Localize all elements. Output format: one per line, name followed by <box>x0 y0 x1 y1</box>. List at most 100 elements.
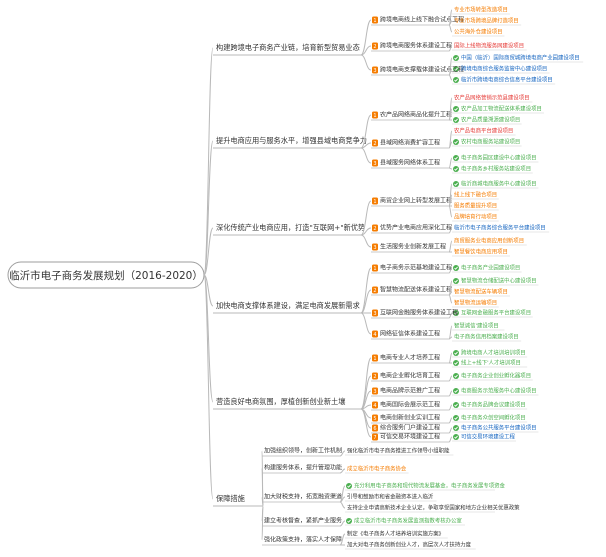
badge-number: 1 <box>373 113 376 119</box>
node[interactable] <box>371 424 539 434</box>
priority-badge <box>372 66 378 74</box>
leaf-item: 智慧诚信'建设项目 <box>454 322 499 330</box>
node-label: 电商企业孵化培育工程 <box>380 372 440 380</box>
node-label: 互联网金融服务体系建设工程 <box>380 309 458 317</box>
node-label: 建立考核督查，紧抓产业服务 <box>264 517 342 525</box>
check-icon <box>453 181 459 187</box>
check-mark <box>454 435 458 439</box>
connector <box>360 200 372 236</box>
check-icon <box>346 518 352 524</box>
badge-number: 4 <box>373 332 376 338</box>
node-label: 电商品牌示范推广工程 <box>380 387 440 395</box>
node[interactable] <box>371 433 516 443</box>
priority-badge <box>372 197 378 205</box>
check-icon <box>453 117 459 123</box>
check-icon <box>453 155 459 161</box>
node[interactable] <box>371 155 539 174</box>
node[interactable] <box>371 134 522 149</box>
check-icon <box>453 350 459 356</box>
node[interactable] <box>371 372 533 382</box>
node[interactable] <box>371 42 527 52</box>
node-label: 优势产业电商应用深化工程 <box>380 224 452 232</box>
leaf-item: 电子商务众创空间孵化项目 <box>461 414 526 422</box>
check-icon <box>453 106 459 112</box>
badge-number: 1 <box>373 199 376 205</box>
priority-badge <box>372 372 378 380</box>
connector <box>448 74 453 81</box>
connector <box>261 505 264 541</box>
leaf-item: 农产品质量溯源建设项目 <box>461 116 520 124</box>
check-mark <box>454 107 458 111</box>
leaf-item: 成立临沂市电子商务协会 <box>347 465 407 473</box>
connector <box>360 19 372 56</box>
node[interactable] <box>371 329 522 342</box>
node-label: 电商创新创业实训工程 <box>380 414 440 422</box>
badge-number: 3 <box>373 389 376 395</box>
leaf-item: 农村电商服务站建设项目 <box>461 138 520 146</box>
node[interactable] <box>371 401 528 411</box>
check-mark <box>454 361 458 365</box>
priority-badge <box>372 309 378 317</box>
node[interactable] <box>371 224 550 234</box>
node[interactable] <box>262 483 495 513</box>
node-label: 县域网络消费扩容工程 <box>380 139 440 147</box>
badge-number: 5 <box>373 416 376 422</box>
priority-badge <box>372 424 378 432</box>
leaf-item: 线上线下融合项目 <box>454 191 497 199</box>
node[interactable] <box>371 264 522 274</box>
node[interactable] <box>262 454 454 457</box>
check-icon <box>453 77 459 83</box>
node[interactable] <box>262 537 476 550</box>
leaf-item: 跨境电商人才培训培训项目 <box>461 349 526 357</box>
priority-badge <box>372 139 378 147</box>
node[interactable] <box>262 518 465 527</box>
leaf-item: 智慧物流配送车辆项目 <box>454 288 508 296</box>
connector <box>448 24 453 33</box>
connector <box>448 427 453 434</box>
badge-number: 4 <box>373 403 376 409</box>
priority-badge <box>372 354 378 362</box>
check-mark <box>454 374 458 378</box>
branch-2 <box>213 101 544 174</box>
check-mark <box>347 519 351 523</box>
node[interactable] <box>371 309 533 319</box>
node[interactable] <box>371 350 528 368</box>
connector <box>339 450 346 457</box>
check-icon <box>453 310 459 316</box>
node[interactable] <box>371 414 528 424</box>
badge-number: 2 <box>373 374 376 380</box>
connector <box>448 312 453 319</box>
priority-badge <box>372 159 378 167</box>
connector <box>360 45 372 56</box>
connector <box>360 147 372 164</box>
node-label: 生活服务业创新发展工程 <box>380 243 446 251</box>
leaf-item: 品牌培育行动项目 <box>454 213 497 221</box>
check-icon <box>453 265 459 271</box>
check-icon <box>453 402 459 408</box>
leaf-item: 电子商务产业园建设项目 <box>461 264 520 272</box>
node-label: 强化政策支持，落实人才保障 <box>264 536 342 544</box>
connector <box>448 167 453 170</box>
priority-badge <box>372 16 378 24</box>
node[interactable] <box>371 13 522 37</box>
leaf-item: 制定《电子商务人才培养培训实施方案》 <box>347 530 444 538</box>
branch-4 <box>213 264 539 342</box>
badge-number: 2 <box>373 288 376 294</box>
leaf-item: 农产品网络营销示范县建设项目 <box>454 94 529 102</box>
leaf-item: 临沂市跨境电商综合信息平台建设项目 <box>461 76 553 84</box>
connector <box>339 520 346 527</box>
leaf-item: 国际上线物流服务网建设项目 <box>454 42 524 50</box>
badge-number: 2 <box>373 44 376 50</box>
node[interactable] <box>371 243 527 257</box>
leaf-item: 成立临沂市电子商务发展监测指数考核办公室 <box>354 517 462 525</box>
node[interactable] <box>371 278 539 308</box>
node[interactable] <box>371 387 539 397</box>
check-mark <box>454 416 458 420</box>
branch-6 <box>213 454 495 550</box>
node-label: 加强组织领导，创新工作机制 <box>264 447 342 455</box>
node[interactable] <box>371 101 544 125</box>
connector <box>360 234 372 248</box>
node[interactable] <box>371 55 584 85</box>
node[interactable] <box>371 181 539 222</box>
